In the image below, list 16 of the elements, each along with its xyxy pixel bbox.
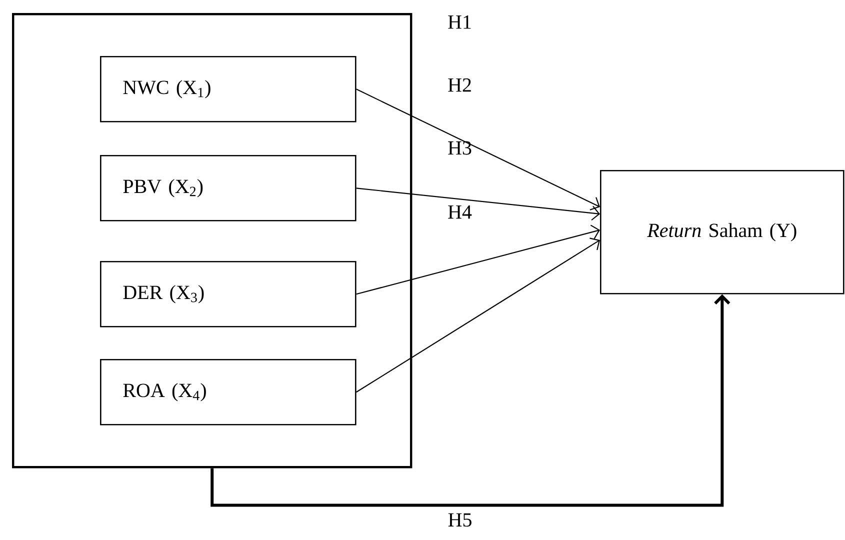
arrow [356,188,600,221]
variable-box: ROA (X$_{4}$) [100,359,356,426]
arrow [356,238,600,393]
arrow [356,88,600,210]
edge-label: H5 [448,513,472,527]
arrow [356,224,600,295]
hypothesis-label: H2 [448,78,471,92]
elbow-arrow [210,294,730,507]
hypothesis-label: H4 [448,205,472,219]
variable-box: PBV (X$_{2}$) [100,155,356,222]
outcome-box: Return Saham (Y) [600,170,844,294]
hypothesis-label: H3 [448,141,472,155]
variable-box: DER (X$_{3}$) [100,261,356,328]
hypothesis-label: H1 [448,15,471,29]
variable-box: NWC (X$_{1}$) [100,56,356,122]
group-box [12,13,412,468]
